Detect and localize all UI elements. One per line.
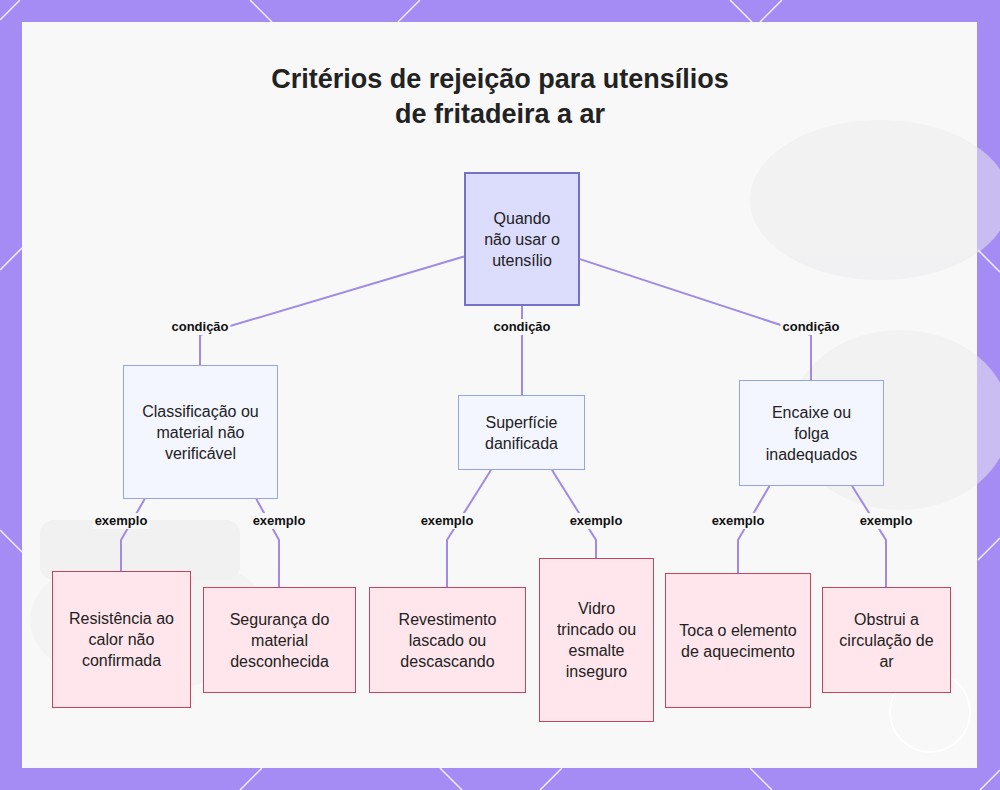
node-text: Superfície danificada — [473, 412, 570, 454]
backdrop-shape — [750, 120, 1000, 280]
example-box: Resistência ao calor não confirmada — [52, 571, 191, 708]
node-text: Toca o elemento de aquecimento — [678, 620, 798, 662]
node-text: Quando não usar o utensílio — [484, 208, 560, 271]
condition-box: Encaixe ou folga inadequados — [739, 380, 884, 486]
node-text: Vidro trincado ou esmalte inseguro — [552, 598, 641, 682]
connector-line — [580, 259, 811, 380]
edge-label: exemplo — [251, 513, 308, 529]
connector-line — [738, 486, 769, 573]
connector-line — [852, 486, 886, 587]
pattern-line — [540, 768, 562, 790]
example-box: Segurança do material desconhecida — [203, 587, 356, 693]
edge-label: condição — [491, 319, 552, 335]
condition-box: Classificação ou material não verificáve… — [123, 365, 278, 499]
node-text: Classificação ou material não verificáve… — [138, 401, 263, 464]
node-text: Segurança do material desconhecida — [216, 609, 343, 672]
pattern-line — [440, 768, 462, 790]
edge-label: condição — [169, 319, 230, 335]
edge-label: exemplo — [858, 513, 915, 529]
pattern-line — [760, 0, 782, 22]
pattern-line — [398, 0, 420, 22]
node-text: Obstrui a circulação de ar — [835, 609, 938, 672]
connector-line — [121, 499, 145, 571]
pattern-line — [978, 538, 1000, 560]
pattern-line — [980, 770, 1000, 790]
pattern-line — [240, 768, 262, 790]
pattern-line — [978, 250, 1000, 272]
root-box: Quando não usar o utensílio — [464, 172, 580, 306]
diagram-title: Critérios de rejeição para utensílios de… — [270, 62, 730, 132]
edge-label: exemplo — [568, 513, 625, 529]
connector-line — [200, 256, 464, 365]
example-box: Obstrui a circulação de ar — [822, 587, 951, 693]
node-text: Resistência ao calor não confirmada — [65, 608, 178, 671]
pattern-line — [750, 768, 772, 790]
pattern-line — [0, 530, 22, 552]
edge-label: exemplo — [419, 513, 476, 529]
node-text: Encaixe ou folga inadequados — [754, 402, 869, 465]
pattern-line — [0, 0, 20, 20]
edge-label: exemplo — [710, 513, 767, 529]
condition-box: Superfície danificada — [458, 395, 585, 470]
edge-label: condição — [780, 319, 841, 335]
pattern-line — [730, 0, 752, 22]
edge-label: exemplo — [93, 513, 150, 529]
node-text: Revestimento lascado ou descascando — [382, 609, 513, 672]
example-box: Revestimento lascado ou descascando — [369, 587, 526, 693]
pattern-line — [250, 0, 272, 22]
pattern-line — [0, 248, 22, 270]
example-box: Vidro trincado ou esmalte inseguro — [539, 558, 654, 722]
example-box: Toca o elemento de aquecimento — [665, 573, 811, 708]
